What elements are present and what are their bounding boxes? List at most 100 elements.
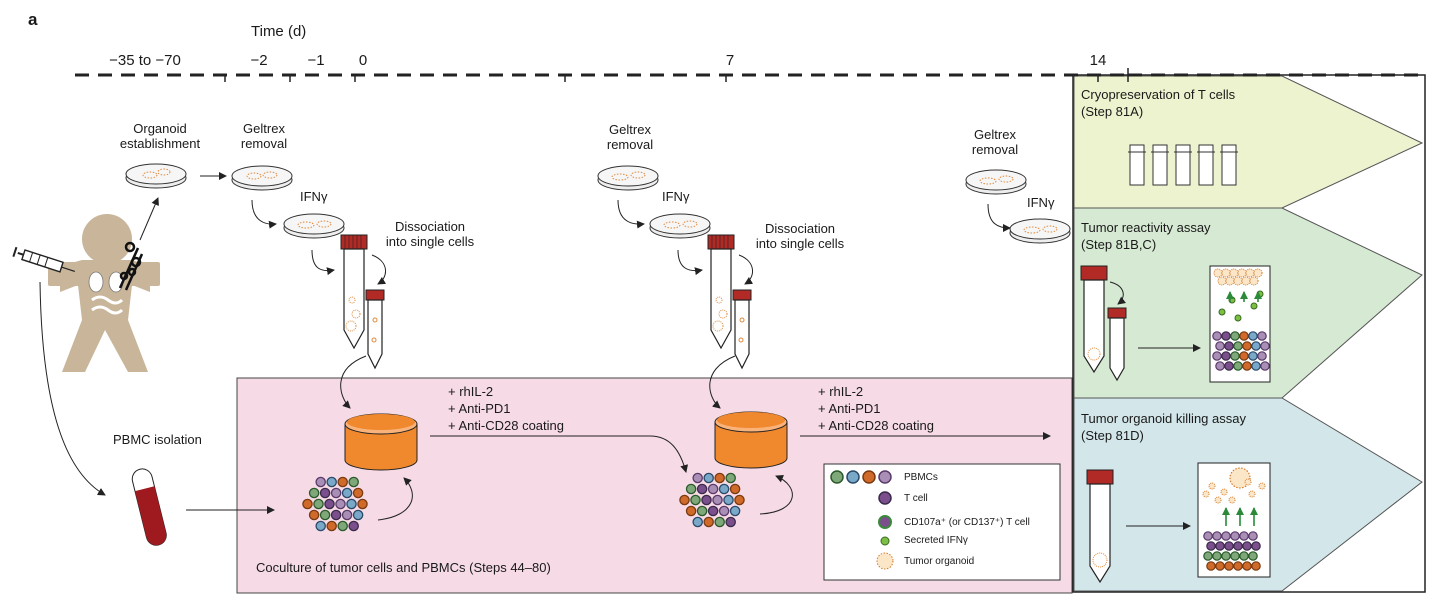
cell-cluster-day-0 <box>302 476 368 532</box>
cell <box>725 472 736 484</box>
cell <box>1239 551 1249 561</box>
cell <box>714 516 725 528</box>
tumor-organoid <box>1225 276 1235 286</box>
cell <box>1212 551 1222 561</box>
cell <box>1221 351 1231 361</box>
arrow-to-organoid <box>139 197 159 241</box>
output-step-reactivity: (Step 81B,C) <box>1081 237 1157 252</box>
small-tube-day-0 <box>365 289 385 370</box>
cell <box>346 498 357 510</box>
organoid-fragment <box>1208 482 1216 490</box>
tumor-organoid <box>1245 268 1255 278</box>
dish-ifng-day-7 <box>649 213 711 239</box>
tick-label-minus-1: −1 <box>307 52 325 69</box>
organoid-fragment <box>1220 488 1228 496</box>
arrow-tube-transfer-day-7 <box>738 254 754 285</box>
cell <box>330 509 342 521</box>
small-tube-day-7 <box>732 289 752 370</box>
cell <box>348 520 359 532</box>
cell <box>352 509 364 521</box>
tumor-organoid <box>1241 276 1251 286</box>
cell <box>1251 561 1261 571</box>
cell <box>1224 561 1234 571</box>
output-title-cryo: Cryopreservation of T cells <box>1081 87 1236 102</box>
cell <box>324 498 335 510</box>
arrow-to-pbmc <box>39 281 106 496</box>
cell <box>1251 341 1261 351</box>
dish-geltrex-removal-day-14 <box>965 169 1027 195</box>
cell <box>1230 551 1240 561</box>
dish-ifng-day-minus-1 <box>283 213 345 239</box>
legend-label-t-cell: T cell <box>904 493 928 504</box>
label-geltrex-removal-2: Geltrex removal <box>606 122 654 152</box>
cell <box>1239 351 1249 361</box>
tick-label-7: 7 <box>725 52 735 69</box>
coculture-well-day-7 <box>714 411 788 469</box>
cell <box>308 487 320 499</box>
arrow-ifng-to-tube-day-0 <box>311 249 335 276</box>
label-geltrex-removal-3: Geltrex removal <box>971 127 1019 157</box>
forceps-icon <box>118 241 144 291</box>
cell <box>1242 341 1252 351</box>
cell <box>1215 541 1225 551</box>
cell <box>1215 561 1225 571</box>
timeline-axis <box>75 68 1425 82</box>
cell <box>1212 351 1222 361</box>
cell <box>1260 361 1270 371</box>
cell <box>1215 361 1225 371</box>
cell <box>1242 561 1252 571</box>
cell <box>352 487 364 499</box>
cell <box>696 483 708 495</box>
cell <box>1251 361 1261 371</box>
cell <box>337 476 348 488</box>
legend-swatch-secreted-ifng <box>880 536 890 546</box>
organoid-fragment <box>1214 496 1222 504</box>
tumor-organoid <box>1217 276 1227 286</box>
coculture-addition-1-day-7: + rhIL-2 <box>818 384 864 399</box>
cell <box>315 520 326 532</box>
dish-geltrex-removal-day-minus-2 <box>231 165 293 191</box>
tumor-organoid <box>1221 268 1231 278</box>
killing-tube-icon <box>1086 469 1114 584</box>
cell <box>1251 541 1261 551</box>
tumor-organoid <box>1237 268 1247 278</box>
cell <box>703 472 714 484</box>
cell <box>348 476 359 488</box>
cell <box>707 505 719 517</box>
coculture-addition-2: + Anti-PD1 <box>448 401 511 416</box>
legend-label-cd107a-t-cell: CD107a⁺ (or CD137⁺) T cell <box>904 517 1030 528</box>
label-organoid-establishment: Organoid establishment <box>119 121 201 151</box>
cell <box>1257 331 1267 341</box>
label-ifng-2: IFNγ <box>662 189 690 204</box>
cell <box>1233 361 1243 371</box>
cell <box>1203 531 1213 541</box>
label-ifng-1: IFNγ <box>300 189 328 204</box>
blood-tube-icon <box>131 468 167 546</box>
tumor-organoid <box>1229 268 1239 278</box>
tick-label-start: −35 to −70 <box>109 52 181 69</box>
cell <box>1233 541 1243 551</box>
arrow-cells-to-well-day-7 <box>759 475 793 515</box>
cell <box>725 516 736 528</box>
cell <box>1239 531 1249 541</box>
legend-label-tumor-organoid: Tumor organoid <box>904 556 975 567</box>
coculture-well-day-0 <box>344 413 418 471</box>
cell <box>1242 541 1252 551</box>
cell <box>685 505 697 517</box>
label-pbmc-isolation: PBMC isolation <box>113 432 202 447</box>
arrow-ifng-to-tube-day-7 <box>677 249 703 276</box>
cell <box>1230 351 1240 361</box>
legend-swatch-t-cell <box>878 491 892 505</box>
arrow-removal-to-ifng-day-7 <box>617 199 645 229</box>
cell <box>729 505 741 517</box>
cell <box>326 476 337 488</box>
cell <box>1248 351 1258 361</box>
output-step-cryo: (Step 81A) <box>1081 104 1144 119</box>
cell <box>1221 331 1231 341</box>
cell <box>1221 551 1231 561</box>
arrow-removal-to-ifng-day-14 <box>987 203 1011 232</box>
reactivity-well-contents <box>1212 268 1270 371</box>
cell <box>1212 531 1222 541</box>
cell <box>308 509 320 521</box>
